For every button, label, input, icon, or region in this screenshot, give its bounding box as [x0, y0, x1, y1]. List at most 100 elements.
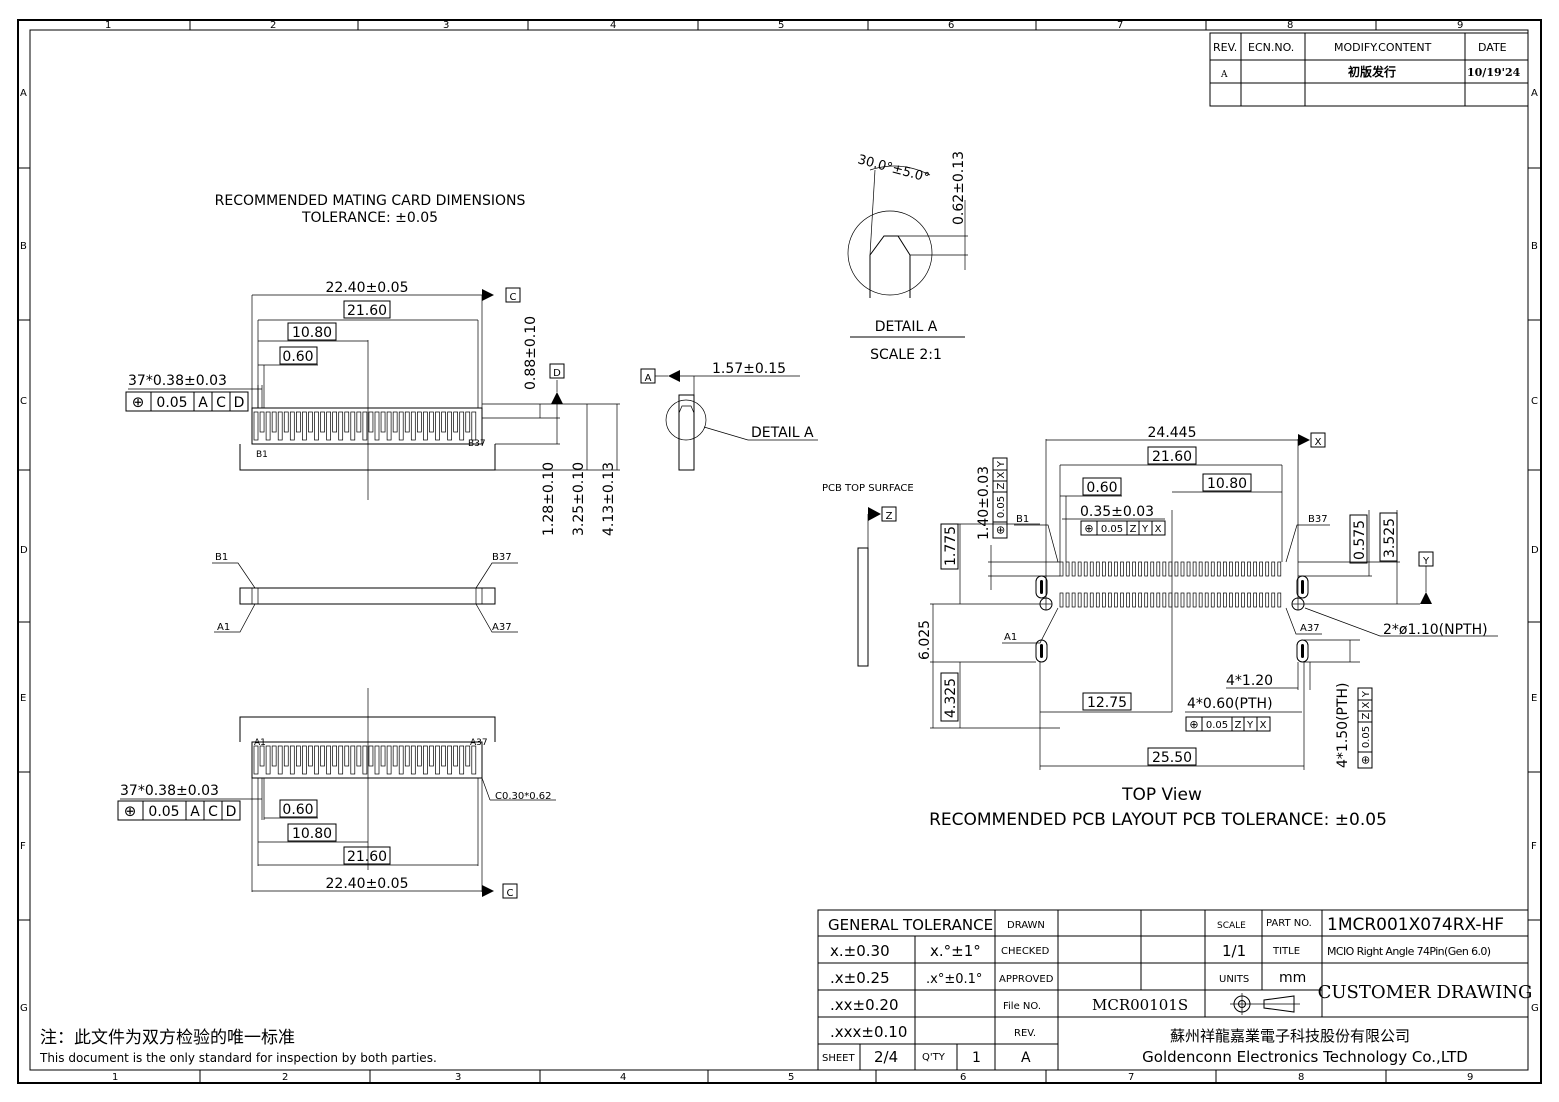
fcf-value: 0.05 [148, 804, 179, 820]
dim-413: 4.13±0.13 [601, 462, 617, 536]
part-no-value: 1MCR001X074RX-HF [1327, 915, 1504, 935]
fcf-datum-y: Y [1361, 690, 1372, 698]
units-value: mm [1279, 970, 1306, 986]
datum-d: D [553, 368, 561, 379]
datum-a: A [645, 373, 652, 384]
fcf-datum-d: D [226, 804, 237, 820]
inspection-note: 注：此文件为双方检验的唯一标准 This document is the onl… [39, 1028, 437, 1065]
rev-row-content: 初版发行 [1348, 64, 1396, 79]
finger-label-a37: A37 [470, 738, 488, 748]
fcf-value: 0.05 [1101, 524, 1123, 535]
chamfer-callout: C0.30*0.62 [495, 791, 552, 802]
position-icon: ⊕ [1189, 718, 1198, 731]
dim-128: 1.28±0.10 [541, 462, 557, 536]
col-label: 5 [788, 1072, 794, 1083]
fcf-value: 0.05 [1361, 726, 1372, 748]
position-icon: ⊕ [1359, 755, 1372, 764]
row-label: D [1531, 545, 1539, 556]
ang-tol-1: x.°±1° [930, 942, 981, 960]
col-label: 3 [443, 20, 449, 31]
fcf-position-tolerance: ⊕ 0.05 A C D [125, 391, 249, 412]
edge-label-a1: A1 [217, 622, 230, 633]
pad-label-a37: A37 [1300, 623, 1320, 634]
pth-slot [1296, 639, 1309, 663]
col-label: 7 [1117, 20, 1123, 31]
dim-overall-bottom: 22.40±0.05 [326, 876, 409, 892]
row-label: D [20, 545, 28, 556]
dim-4x120: 4*1.20 [1226, 673, 1273, 689]
approved-label: APPROVED [999, 974, 1054, 985]
qty-label: Q'TY [922, 1052, 946, 1063]
mating-card-title: RECOMMENDED MATING CARD DIMENSIONS [215, 193, 526, 209]
edge-label-a37: A37 [492, 622, 512, 633]
fcf-datum-a: A [190, 804, 200, 820]
row-label: A [1531, 88, 1538, 99]
row-label: F [1531, 841, 1537, 852]
mating-card-bottom-view: A1 A37 C0.30*0.62 37*0.38±0.03 ⊕ 0.05 A … [117, 688, 556, 899]
col-label: 6 [948, 20, 954, 31]
row-label: G [1531, 1003, 1539, 1014]
sheet-label: SHEET [822, 1053, 856, 1064]
fcf-value: 0.05 [996, 496, 1007, 518]
column-labels-top: 1 2 3 4 5 6 7 8 9 [105, 20, 1463, 31]
row-label: F [20, 841, 26, 852]
row-labels-left: A B C D E F G [20, 88, 28, 1014]
dim-2160: 21.60 [1152, 449, 1192, 465]
revision-table: REV. ECN.NO. MODIFY.CONTENT DATE A 初版发行 … [1209, 32, 1529, 107]
layout-title: RECOMMENDED PCB LAYOUT PCB TOLERANCE: ±0… [929, 810, 1387, 830]
qty-value: 1 [972, 1050, 981, 1066]
ang-tol-2: .x°±0.1° [926, 972, 982, 987]
row-label: E [20, 693, 26, 704]
dim-1080: 10.80 [1207, 476, 1247, 492]
sheet-value: 2/4 [874, 1048, 898, 1066]
fcf-datum-y: Y [1246, 720, 1254, 731]
row-label: B [1531, 241, 1538, 252]
fcf-pad-length: ⊕ 0.05 Z X Y [992, 457, 1008, 539]
dim-3525: 3.525 [1382, 518, 1398, 558]
row-label: A [20, 88, 27, 99]
npth-callout: 2*ø1.10(NPTH) [1383, 622, 1488, 638]
pad-label-b1: B1 [1016, 514, 1029, 525]
col-label: 3 [455, 1072, 461, 1083]
datum-z: Z [886, 511, 893, 522]
row-label: B [20, 241, 27, 252]
dim-088: 0.88±0.10 [523, 316, 539, 390]
datum-y: Y [1422, 556, 1430, 567]
general-tolerance: GENERAL TOLERANCE [828, 916, 993, 934]
view-title: TOP View [1121, 785, 1202, 805]
checked-label: CHECKED [1001, 946, 1050, 957]
third-angle-projection-icon [1230, 993, 1300, 1015]
company-en: Goldenconn Electronics Technology Co.,LT… [1142, 1048, 1468, 1066]
mating-card-tolerance: TOLERANCE: ±0.05 [301, 210, 438, 226]
row-label: C [1531, 396, 1538, 407]
dim-half-bottom: 10.80 [292, 826, 332, 842]
dim-4325: 4.325 [943, 678, 959, 718]
datum-x: X [1315, 437, 1322, 448]
tol-x: x.±0.30 [830, 942, 890, 960]
col-label: 8 [1298, 1072, 1304, 1083]
title-value: MCIO Right Angle 74Pin(Gen 6.0) [1327, 945, 1491, 958]
col-label: 9 [1457, 20, 1463, 31]
detail-a-callout: DETAIL A [751, 425, 814, 441]
tol-xxxx: .xxx±0.10 [830, 1023, 907, 1041]
fcf-datum-c: C [216, 395, 226, 411]
dim-pth150: 4*1.50(PTH) [1335, 682, 1351, 768]
fcf-datum-x: X [996, 471, 1007, 478]
tol-xxx: .xx±0.20 [830, 996, 899, 1014]
position-icon: ⊕ [124, 802, 137, 820]
rev-value: A [1021, 1050, 1031, 1066]
row-labels-right: A B C D E F G [1531, 88, 1539, 1014]
col-label: 4 [610, 20, 616, 31]
position-icon: ⊕ [1084, 522, 1093, 535]
datum-c: C [510, 292, 517, 303]
units-label: UNITS [1219, 974, 1249, 985]
finger-label-a1: A1 [254, 738, 266, 748]
dim-140: 1.40±0.03 [976, 466, 992, 540]
rev-header-rev: REV. [1213, 41, 1237, 54]
fcf-pth-060: ⊕ 0.05 Z Y X [1185, 716, 1271, 732]
rev-row-rev: A [1220, 70, 1228, 80]
datum-c: C [507, 888, 514, 899]
pad-row-a [1059, 592, 1282, 608]
fcf-datum-y: Y [996, 460, 1007, 468]
detail-title: DETAIL A [875, 319, 938, 335]
